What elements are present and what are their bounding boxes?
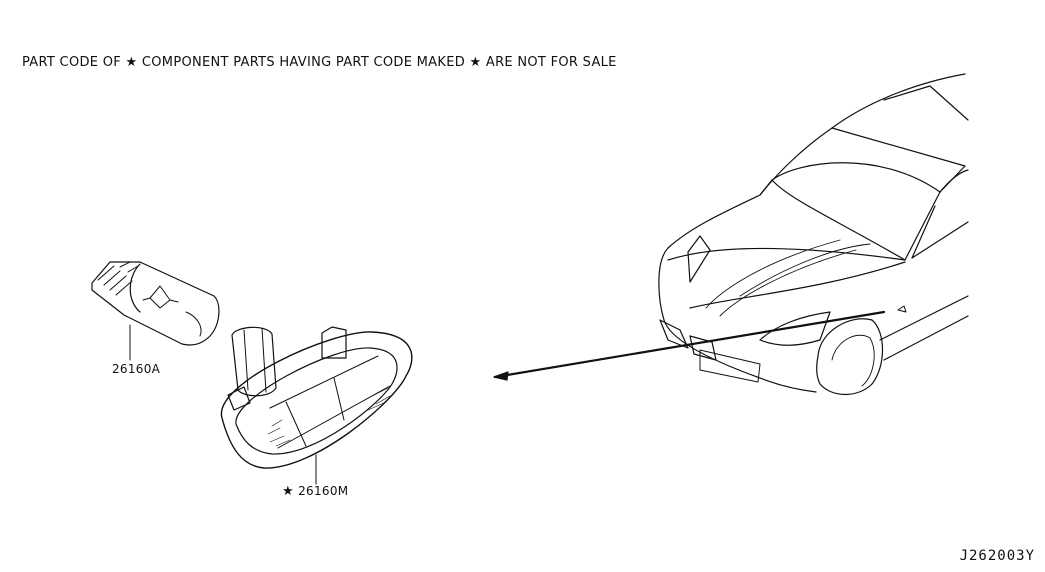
car-drawing bbox=[659, 74, 968, 395]
note-text-1: PART CODE OF bbox=[22, 55, 122, 70]
diagram-code: J262003Y bbox=[959, 548, 1035, 564]
bulb-drawing bbox=[92, 262, 219, 345]
part-number-26160M: ★ 26160M bbox=[282, 484, 348, 499]
location-arrow bbox=[494, 312, 884, 380]
note-text-2: COMPONENT PARTS HAVING PART CODE MAKED bbox=[141, 55, 466, 70]
star-icon: ★ bbox=[282, 484, 294, 499]
part-number-26160M-text: 26160M bbox=[298, 484, 349, 498]
not-for-sale-note: PART CODE OF ★ COMPONENT PARTS HAVING PA… bbox=[22, 55, 617, 70]
side-marker-lamp-drawing bbox=[221, 327, 411, 468]
star-icon: ★ bbox=[125, 55, 138, 70]
note-text-3: ARE NOT FOR SALE bbox=[485, 55, 617, 70]
star-icon: ★ bbox=[469, 55, 482, 70]
part-number-26160A: 26160A bbox=[112, 362, 161, 376]
